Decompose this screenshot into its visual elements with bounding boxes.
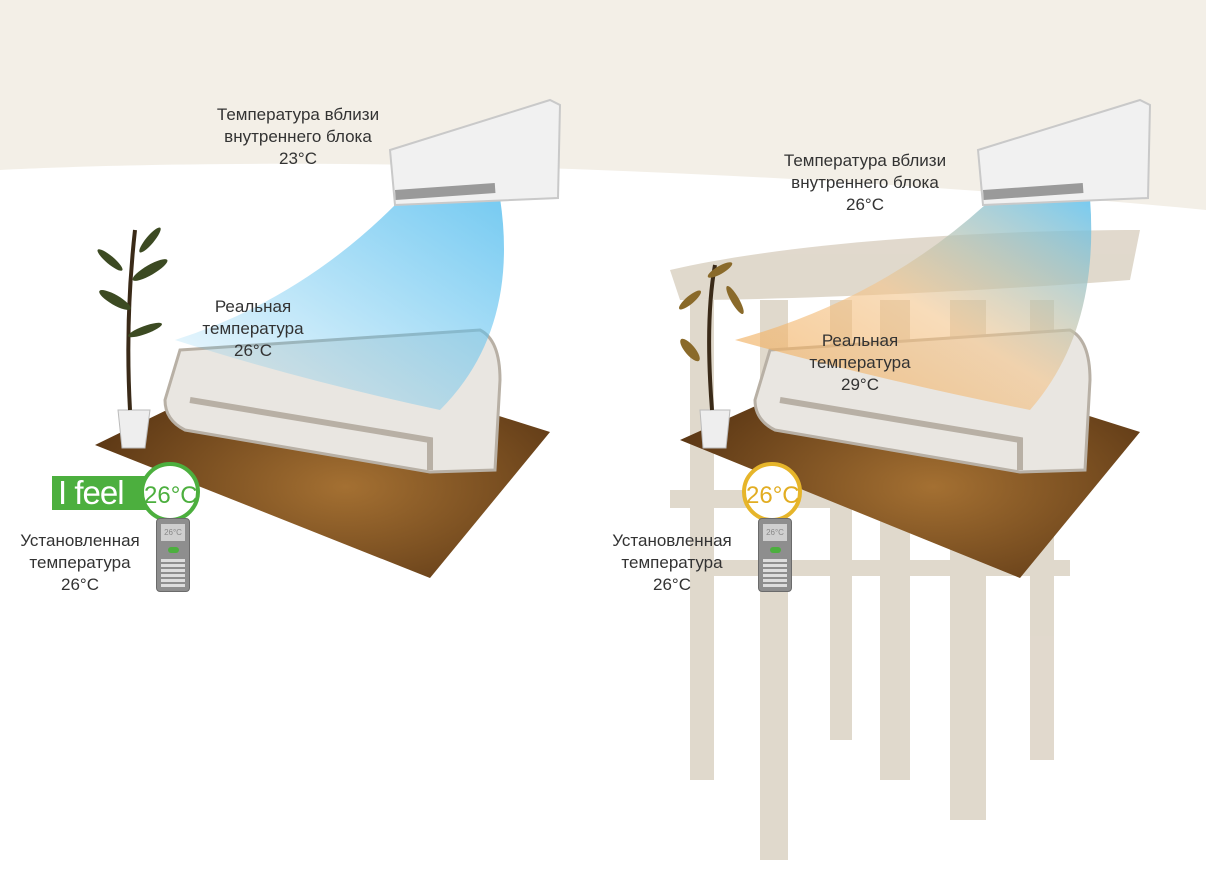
remote-button (168, 547, 179, 553)
remote-keypad (161, 559, 185, 587)
remote-display: 26°C (763, 524, 787, 541)
cool-airflow (175, 198, 504, 410)
i-feel-badge: I feel (52, 476, 152, 510)
background-wall-band (0, 0, 1206, 210)
remote-keypad (763, 559, 787, 587)
warm-airflow (735, 198, 1092, 410)
wilting-plant (678, 262, 744, 449)
standard-temp-circle: 26°C (742, 462, 802, 522)
left-room (95, 98, 562, 578)
indoor-unit (976, 98, 1152, 207)
remote-button (770, 547, 781, 553)
i-feel-temp-circle: 26°C (140, 462, 200, 522)
plant (97, 227, 168, 449)
remote-display: 26°C (161, 524, 185, 541)
right-room (678, 98, 1152, 578)
remote-control: 26°C (758, 518, 792, 592)
remote-control: 26°C (156, 518, 190, 592)
indoor-unit (388, 98, 562, 207)
